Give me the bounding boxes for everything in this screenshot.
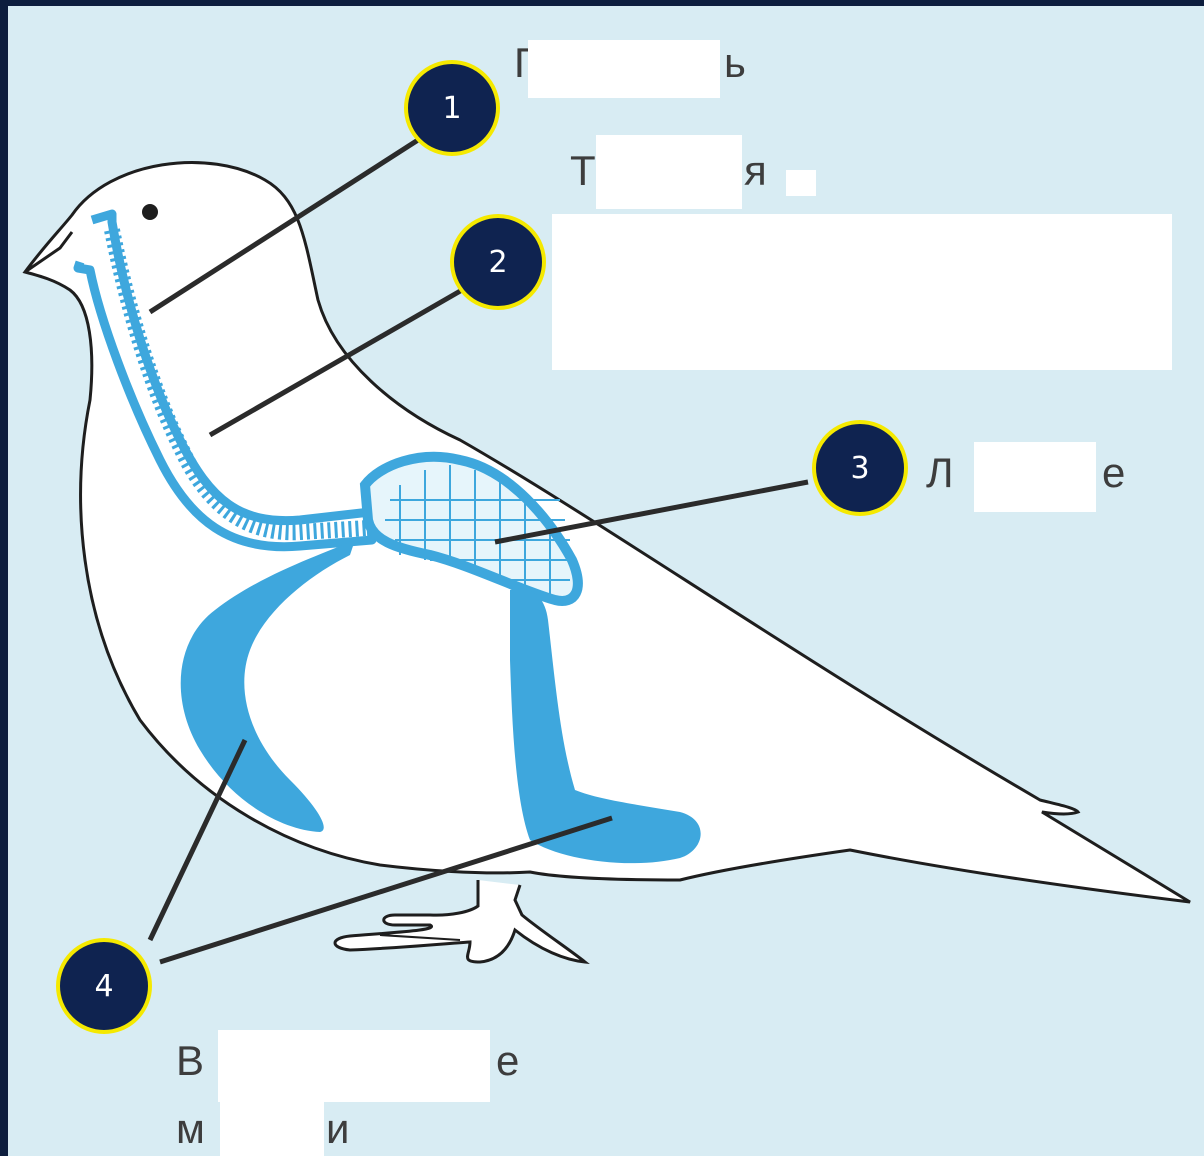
label-3-start: Л: [926, 452, 954, 494]
answer-blank-4a[interactable]: [218, 1030, 490, 1102]
marker-1: 1: [404, 60, 500, 156]
answer-blank-1c: [786, 170, 816, 196]
label-4-line2-start: м: [176, 1108, 205, 1150]
answer-blank-1b[interactable]: [596, 135, 742, 209]
label-1-line2-start: Т: [570, 150, 596, 192]
label-4-line2-end: и: [326, 1108, 349, 1150]
label-4-line1-start: В: [176, 1040, 204, 1082]
label-3-end: е: [1102, 452, 1125, 494]
pigeon-eye: [142, 204, 158, 220]
marker-4: 4: [56, 938, 152, 1034]
marker-2: 2: [450, 214, 546, 310]
label-1-line2-end: я: [744, 150, 767, 192]
answer-blank-2[interactable]: [552, 214, 1172, 370]
answer-blank-1a[interactable]: [528, 40, 720, 98]
marker-3: 3: [812, 420, 908, 516]
label-4-line1-end: е: [496, 1040, 519, 1082]
answer-blank-3[interactable]: [974, 442, 1096, 512]
answer-blank-4b[interactable]: [220, 1100, 324, 1156]
label-1-line1-end: ь: [724, 42, 746, 84]
